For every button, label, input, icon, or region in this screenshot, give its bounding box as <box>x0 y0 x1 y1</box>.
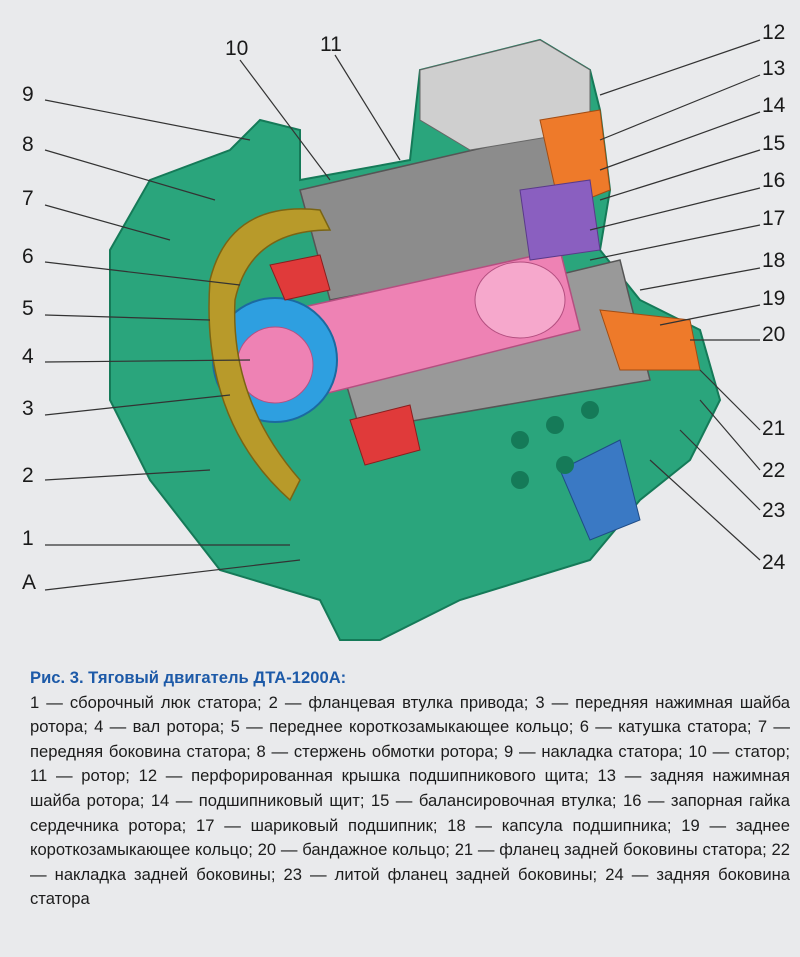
caption-text: 1 — сборочный люк статора; 2 — фланцевая… <box>30 692 790 909</box>
label-A: А <box>22 571 37 594</box>
label-14: 14 <box>762 94 786 117</box>
label-11: 11 <box>320 33 342 56</box>
label-12: 12 <box>762 21 786 44</box>
label-6: 6 <box>22 245 34 268</box>
caption-title: Рис. 3. Тяговый двигатель ДТА-1200А: <box>30 668 347 687</box>
label-4: 4 <box>22 345 34 368</box>
label-13: 13 <box>762 57 786 80</box>
motor-illustration <box>109 38 722 641</box>
label-24: 24 <box>762 551 786 574</box>
figure-caption: Рис. 3. Тяговый двигатель ДТА-1200А: 1 —… <box>30 666 790 912</box>
label-10: 10 <box>225 37 249 60</box>
label-23: 23 <box>762 499 786 522</box>
label-22: 22 <box>762 459 786 482</box>
label-2: 2 <box>22 464 34 487</box>
label-18: 18 <box>762 249 786 272</box>
motor-cutaway-figure <box>44 38 761 641</box>
label-15: 15 <box>762 132 786 155</box>
label-17: 17 <box>762 207 786 230</box>
label-9: 9 <box>22 83 34 106</box>
leader-lines <box>44 39 761 591</box>
label-3: 3 <box>22 397 34 420</box>
label-19: 19 <box>762 287 786 310</box>
label-16: 16 <box>762 169 786 192</box>
label-21: 21 <box>762 417 786 440</box>
label-8: 8 <box>22 133 34 156</box>
label-1: 1 <box>22 527 34 550</box>
label-20: 20 <box>762 323 786 346</box>
label-7: 7 <box>22 187 34 210</box>
label-5: 5 <box>22 297 34 320</box>
